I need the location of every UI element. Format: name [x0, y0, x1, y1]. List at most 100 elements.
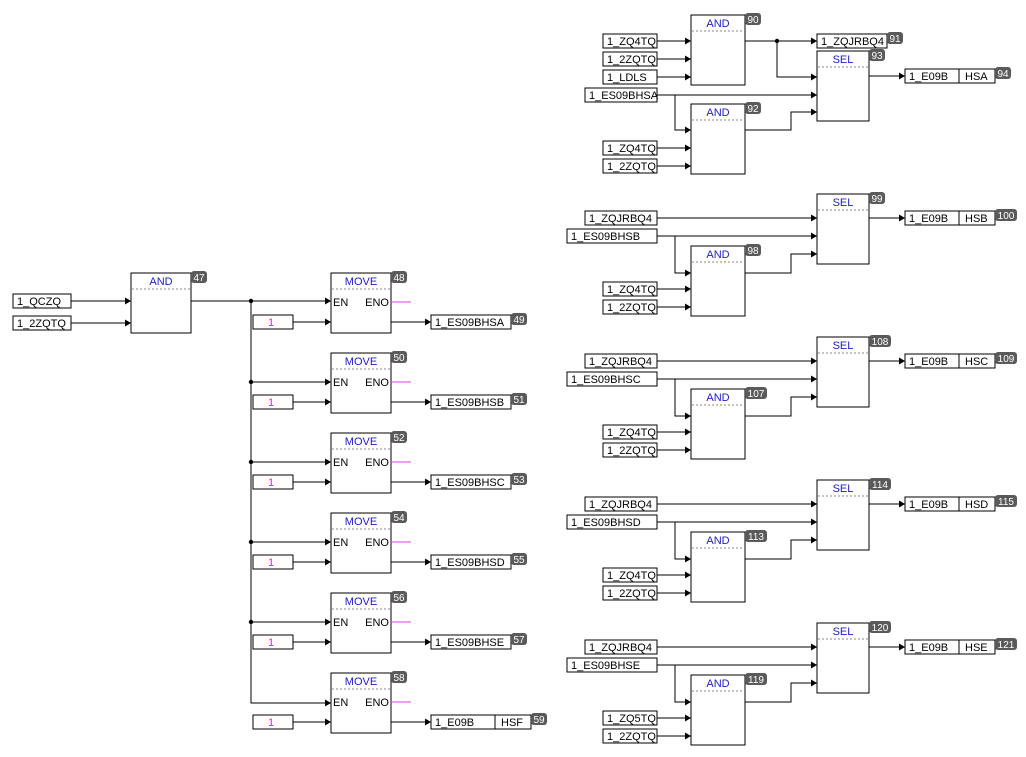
- sel-block-114[interactable]: [816, 479, 870, 551]
- block-number-badge: [391, 511, 407, 523]
- move-block-48[interactable]: [330, 272, 392, 334]
- sel-block-114-title: SEL: [833, 483, 854, 495]
- eno-pin-label: ENO: [365, 617, 389, 629]
- block-number: 59: [533, 715, 545, 726]
- eno-pin-label: ENO: [365, 697, 389, 709]
- arrow-head: [685, 446, 691, 454]
- arrow-head: [899, 72, 905, 80]
- arrow-head: [811, 250, 817, 258]
- junction-dot: [248, 539, 254, 545]
- sel-block-93[interactable]: [816, 50, 870, 122]
- block-number: 48: [393, 273, 405, 284]
- sel-block-108[interactable]: [816, 336, 870, 408]
- arrow-head: [425, 318, 431, 326]
- arrow-head: [811, 357, 817, 365]
- move-block-58[interactable]: [330, 672, 392, 734]
- block-number: 91: [889, 34, 901, 45]
- input-tag-1_es09bhsc-label: 1_ES09BHSC: [571, 374, 641, 386]
- output-tag-59-label: 1_E09B: [435, 717, 474, 729]
- arrow-head: [811, 661, 817, 669]
- input-tag-1_zq4tq-label: 1_ZQ4TQ: [607, 570, 656, 582]
- block-number-badge: [391, 271, 407, 283]
- and-block-113[interactable]: [690, 531, 746, 603]
- arrow-head: [685, 589, 691, 597]
- input-tag-1_zq4tq-label: 1_ZQ4TQ: [607, 284, 656, 296]
- arrow-head: [811, 91, 817, 99]
- wire: [674, 379, 691, 417]
- and-block-92[interactable]: [690, 103, 746, 175]
- input-tag-zqjrbq4-label: 1_ZQJRBQ4: [589, 642, 652, 654]
- arrow-head: [811, 536, 817, 544]
- arrow-head: [685, 73, 691, 81]
- sel-block-99-title: SEL: [833, 197, 854, 209]
- arrow-head: [685, 126, 691, 134]
- arrow-head: [811, 500, 817, 508]
- input-tag-1_es09bhsb-label: 1_ES09BHSB: [571, 231, 640, 243]
- move-block-58-title: MOVE: [345, 676, 377, 688]
- sel-block-120[interactable]: [816, 622, 870, 694]
- en-pin-label: EN: [333, 697, 348, 709]
- arrow-head: [325, 458, 331, 466]
- en-pin-label: EN: [333, 297, 348, 309]
- arrow-head: [811, 214, 817, 222]
- output-tag-57-label: 1_ES09BHSE: [435, 637, 504, 649]
- move-block-56[interactable]: [330, 592, 392, 654]
- eno-pin-label: ENO: [365, 537, 389, 549]
- input-tag-1_zq5tq-label: 1_ZQ5TQ: [607, 713, 656, 725]
- and-block-98[interactable]: [690, 245, 746, 317]
- and-block-107[interactable]: [690, 388, 746, 460]
- block-number-badge: [745, 244, 761, 256]
- arrow-head: [425, 478, 431, 486]
- junction-dot: [248, 379, 254, 385]
- arrow-head: [685, 162, 691, 170]
- arrow-head: [425, 718, 431, 726]
- and-block-119[interactable]: [690, 674, 746, 746]
- arrow-head: [811, 375, 817, 383]
- block-number-badge: [511, 553, 527, 565]
- output-tag-51-label: 1_ES09BHSB: [435, 397, 504, 409]
- block-number: 98: [747, 246, 759, 257]
- block-number-badge: [745, 13, 761, 25]
- output-tag-94-label: 1_E09B: [909, 71, 948, 83]
- block-number-badge: [869, 478, 891, 490]
- and-block-47[interactable]: [130, 272, 192, 334]
- block-number-badge: [869, 335, 891, 347]
- and-block-47-title: AND: [149, 276, 172, 288]
- wire: [745, 253, 817, 274]
- en-pin-label: EN: [333, 457, 348, 469]
- wire: [745, 539, 817, 560]
- block-number-badge: [745, 102, 761, 114]
- arrow-head: [325, 699, 331, 707]
- input-tag-2zqtq-label: 1_2ZQTQ: [607, 588, 656, 600]
- move-block-52[interactable]: [330, 432, 392, 494]
- wire: [250, 301, 331, 704]
- input-tag-zq4tq-label: 1_ZQ4TQ: [607, 36, 656, 48]
- and-block-107-title: AND: [706, 392, 729, 404]
- input-tag-2zqtq-label: 1_2ZQTQ: [607, 731, 656, 743]
- block-number: 113: [748, 532, 764, 543]
- input-tag-2zqtq-label: 1_2ZQTQ: [607, 54, 656, 66]
- sel-block-99[interactable]: [816, 193, 870, 265]
- input-tag-zqjrbq4-label: 1_ZQJRBQ4: [589, 499, 652, 511]
- en-pin-label: EN: [333, 377, 348, 389]
- junction-dot: [248, 298, 254, 304]
- wire: [745, 396, 817, 417]
- output-tag-100-suffix: HSB: [965, 213, 988, 225]
- output-tag-94-suffix: HSA: [965, 71, 988, 83]
- block-number-badge: [391, 351, 407, 363]
- arrow-head: [685, 303, 691, 311]
- block-number: 94: [997, 69, 1009, 80]
- output-tag-121-label: 1_E09B: [909, 642, 948, 654]
- block-number: 47: [193, 273, 205, 284]
- arrow-head: [685, 269, 691, 277]
- wire: [674, 522, 691, 560]
- move-block-50[interactable]: [330, 352, 392, 414]
- arrow-head: [425, 398, 431, 406]
- constant-value: 1: [268, 717, 274, 729]
- and-block-90-title: AND: [706, 18, 729, 30]
- input-tag-zq4tq-label: 1_ZQ4TQ: [607, 143, 656, 155]
- arrow-head: [811, 393, 817, 401]
- and-block-90[interactable]: [690, 14, 746, 86]
- move-block-54[interactable]: [330, 512, 392, 574]
